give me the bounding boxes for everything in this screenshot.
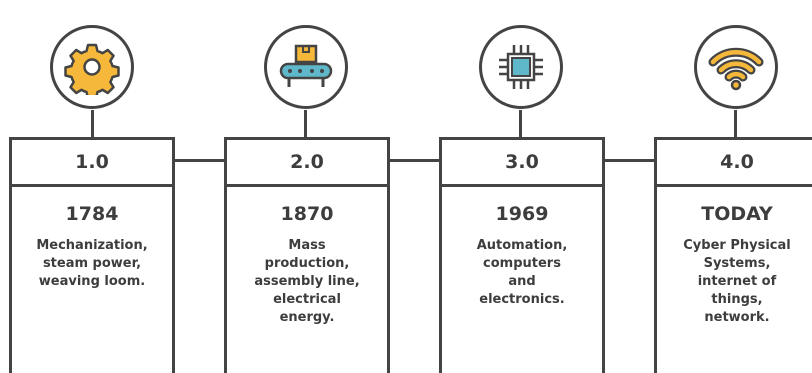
stage-1-description-line: steam power, xyxy=(42,256,142,271)
stage-2-description-line: Mass xyxy=(288,238,326,253)
stage-1-description: Mechanization, steam power, weaving loom… xyxy=(12,237,172,373)
stage-3-year: 1969 xyxy=(495,203,549,225)
stage-2-version: 2.0 xyxy=(227,140,387,187)
stage-4-description: Cyber Physical Systems, internet of thin… xyxy=(657,237,812,373)
wifi-icon xyxy=(708,47,764,91)
stage-3-description-line: computers xyxy=(483,256,561,271)
stem-3 xyxy=(519,110,522,138)
stage-3-card: 3.0 1969 Automation, computers and elect… xyxy=(439,137,605,373)
stage-4-description-line: Systems, xyxy=(703,256,771,271)
connector-line-2 xyxy=(387,159,441,162)
stage-4-version: 4.0 xyxy=(657,140,812,187)
stage-2-description: Mass production, assembly line, electric… xyxy=(227,237,387,373)
stage-1-icon-circle xyxy=(50,25,134,109)
connector-line-1 xyxy=(172,159,226,162)
stage-3-version: 3.0 xyxy=(442,140,602,187)
stem-4 xyxy=(734,110,737,138)
stage-4-description-line: network. xyxy=(704,310,770,325)
stage-4-description-line: internet of xyxy=(697,274,777,289)
stem-1 xyxy=(91,110,94,138)
stem-2 xyxy=(304,110,307,138)
stage-4-card: 4.0 TODAY Cyber Physical Systems, intern… xyxy=(654,137,812,373)
stage-4-description-line: things, xyxy=(711,292,763,307)
stage-2-description-line: energy. xyxy=(279,310,335,325)
stage-2-description-line: production, xyxy=(264,256,350,271)
stage-1-version: 1.0 xyxy=(12,140,172,187)
stage-4-icon-circle xyxy=(694,25,778,109)
stage-2-description-line: assembly line, xyxy=(254,274,360,289)
stage-1-card: 1.0 1784 Mechanization, steam power, wea… xyxy=(9,137,175,373)
stage-2-description-line: electrical xyxy=(273,292,341,307)
stage-1-description-line: weaving loom. xyxy=(38,274,146,289)
stage-3-icon-circle xyxy=(479,25,563,109)
stage-3-description-line: electronics. xyxy=(479,292,565,307)
stage-3-description-line: Automation, xyxy=(476,238,568,253)
stage-2-card: 2.0 1870 Mass production, assembly line,… xyxy=(224,137,390,373)
conveyor-belt-icon xyxy=(279,44,333,87)
stage-4-description-line: Cyber Physical xyxy=(683,238,791,253)
stage-3-description: Automation, computers and electronics. xyxy=(442,237,602,373)
stage-1-year: 1784 xyxy=(65,203,119,225)
gear-icon xyxy=(64,43,120,95)
stage-4-year: TODAY xyxy=(701,203,773,225)
stage-1-description-line: Mechanization, xyxy=(36,238,148,253)
connector-line-3 xyxy=(602,159,656,162)
microchip-icon xyxy=(499,45,543,89)
stage-2-year: 1870 xyxy=(280,203,334,225)
stage-2-icon-circle xyxy=(264,25,348,109)
stage-3-description-line: and xyxy=(508,274,536,289)
